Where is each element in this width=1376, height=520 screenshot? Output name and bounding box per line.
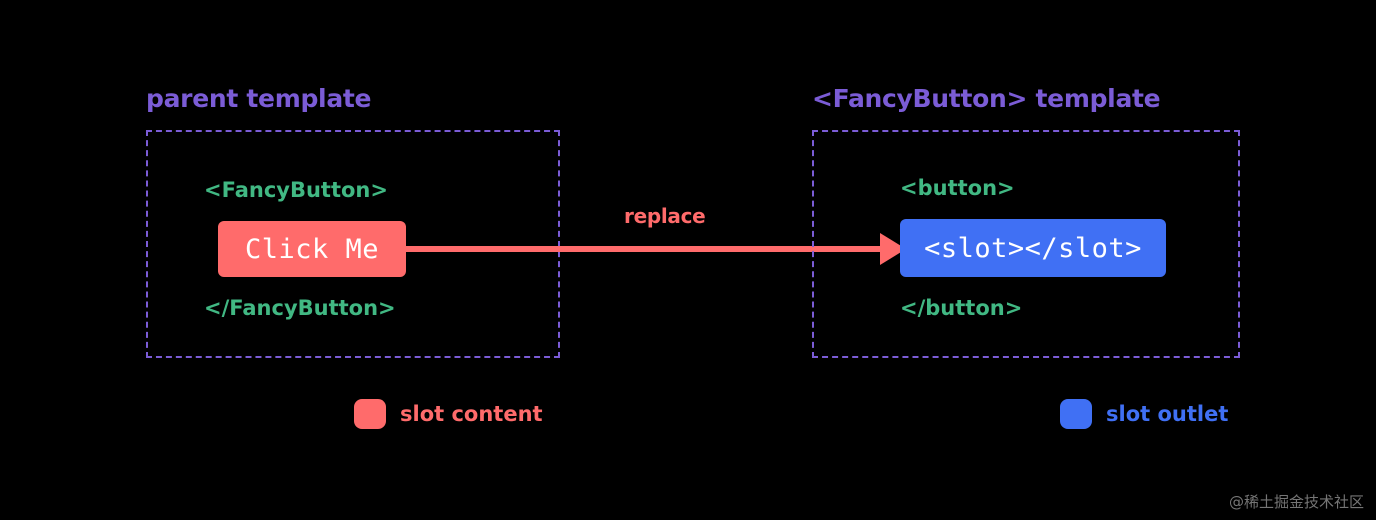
parent-template-title: parent template [146, 84, 372, 113]
legend-item-slot-outlet: slot outlet [1060, 399, 1228, 429]
legend-label-slot-outlet: slot outlet [1106, 402, 1229, 426]
legend-label-slot-content: slot content [400, 402, 543, 426]
parent-template-box [146, 130, 560, 358]
slot-content-chip: Click Me [218, 221, 406, 277]
child-template-title: <FancyButton> template [812, 84, 1161, 113]
replace-arrow-icon [400, 233, 906, 265]
watermark: @稀土掘金技术社区 [1228, 493, 1364, 511]
parent-close-tag: </FancyButton> [204, 296, 396, 320]
slot-content-swatch-icon [354, 399, 386, 429]
replace-label: replace [624, 204, 706, 228]
child-open-tag: <button> [900, 176, 1015, 200]
child-template-box [812, 130, 1240, 358]
legend-item-slot-content: slot content [354, 399, 543, 429]
child-close-tag: </button> [900, 296, 1023, 320]
slot-outlet-swatch-icon [1060, 399, 1092, 429]
parent-open-tag: <FancyButton> [204, 178, 388, 202]
slot-outlet-chip: <slot></slot> [900, 219, 1166, 277]
